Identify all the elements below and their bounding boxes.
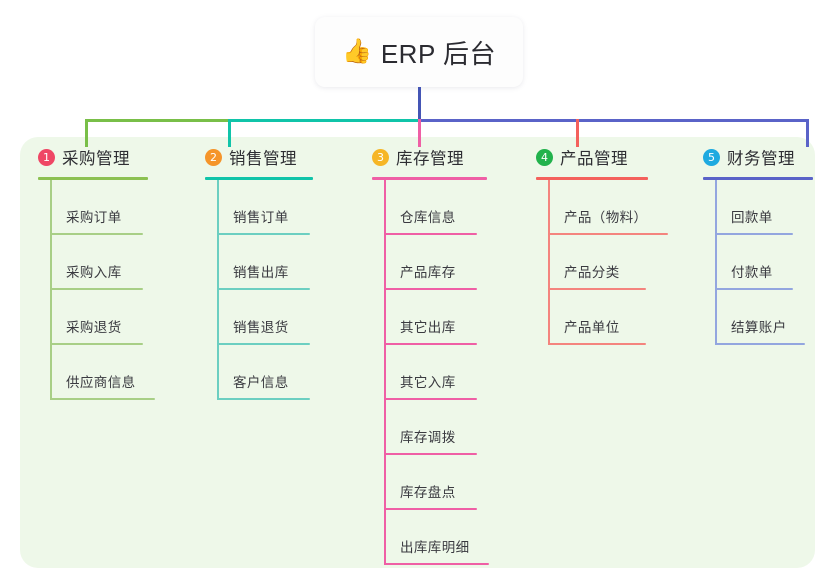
leaf-underline [50,288,143,290]
leaf-label: 销售订单 [233,210,289,225]
leaf-label: 供应商信息 [66,375,136,390]
branch-column-2: 2 销售管理销售订单销售出库销售退货客户信息 [205,146,313,400]
drop-connector-5 [806,119,809,147]
leaf-label: 产品分类 [564,265,620,280]
branch-column-5: 5 财务管理回款单付款单结算账户 [703,146,813,345]
drop-connector-2 [228,119,231,147]
leaf-underline [384,233,477,235]
leaf-label: 回款单 [731,210,773,225]
leaf-underline [384,508,477,510]
branch-title-1: 采购管理 [62,150,130,168]
branch-header-underline-5 [703,177,813,180]
leaf-label: 采购入库 [66,265,122,280]
drop-connector-1 [85,119,88,147]
leaf-underline [548,233,668,235]
branch-badge-3: 3 [372,148,389,166]
leaf-spine-4 [548,180,550,345]
branch-header-underline-3 [372,177,487,180]
leaf-label: 库存盘点 [400,485,456,500]
root-stem-connector [418,87,421,122]
root-node[interactable]: 👍 ERP 后台 [315,17,523,87]
leaf-underline [384,563,489,565]
leaf-label: 付款单 [731,265,773,280]
leaf-underline [217,398,310,400]
leaf-label: 出库库明细 [400,540,470,555]
leaf-underline [217,343,310,345]
leaf-label: 销售出库 [233,265,289,280]
leaf-underline [384,343,477,345]
leaf-label: 客户信息 [233,375,289,390]
branch-header-underline-4 [536,177,648,180]
branch-title-2: 销售管理 [229,150,297,168]
leaf-spine-3 [384,180,386,565]
leaf-underline [715,343,805,345]
branch-badge-1: 1 [38,148,55,166]
leaf-label: 采购订单 [66,210,122,225]
branch-header-1[interactable]: 1 采购管理 [38,146,130,168]
drop-connector-4 [576,119,579,147]
branch-column-3: 3 库存管理仓库信息产品库存其它出库其它入库库存调拨库存盘点出库库明细 [372,146,489,565]
bus-segment-green [85,119,230,122]
branch-title-5: 财务管理 [727,150,795,168]
branch-header-underline-1 [38,177,148,180]
leaf-underline [715,233,793,235]
leaf-label: 销售退货 [233,320,289,335]
branch-column-4: 4 产品管理产品（物料） 产品分类产品单位 [536,146,668,345]
thumbs-up-icon: 👍 [341,38,372,65]
leaf-spine-1 [50,180,52,400]
branch-header-4[interactable]: 4 产品管理 [536,146,628,168]
leaf-label: 其它出库 [400,320,456,335]
root-node-label: ERP 后台 [380,38,497,69]
leaf-underline [384,398,477,400]
branch-title-3: 库存管理 [396,150,464,168]
leaf-label: 产品单位 [564,320,620,335]
branch-title-4: 产品管理 [560,150,628,168]
leaf-spine-5 [715,180,717,345]
leaf-underline [715,288,793,290]
leaf-label: 产品（物料） [564,210,648,225]
leaf-underline [548,288,646,290]
bus-segment-blue [418,119,808,122]
leaf-underline [50,233,143,235]
leaf-underline [217,288,310,290]
leaf-label: 采购退货 [66,320,122,335]
branch-badge-2: 2 [205,148,222,166]
branch-column-1: 1 采购管理采购订单采购入库采购退货供应商信息 [38,146,155,400]
leaf-spine-2 [217,180,219,400]
leaf-label: 其它入库 [400,375,456,390]
branch-header-3[interactable]: 3 库存管理 [372,146,464,168]
leaf-underline [50,343,143,345]
leaf-underline [548,343,646,345]
leaf-label: 库存调拨 [400,430,456,445]
branch-header-5[interactable]: 5 财务管理 [703,146,795,168]
children-panel-background [20,137,815,568]
branch-badge-4: 4 [536,148,553,166]
leaf-label: 产品库存 [400,265,456,280]
leaf-underline [384,453,477,455]
leaf-underline [384,288,477,290]
branch-badge-5: 5 [703,148,720,166]
drop-connector-3 [418,119,421,147]
leaf-underline [50,398,155,400]
leaf-underline [217,233,310,235]
branch-header-2[interactable]: 2 销售管理 [205,146,297,168]
bus-segment-teal [228,119,420,122]
leaf-label: 结算账户 [731,320,787,335]
branch-header-underline-2 [205,177,313,180]
leaf-label: 仓库信息 [400,210,456,225]
